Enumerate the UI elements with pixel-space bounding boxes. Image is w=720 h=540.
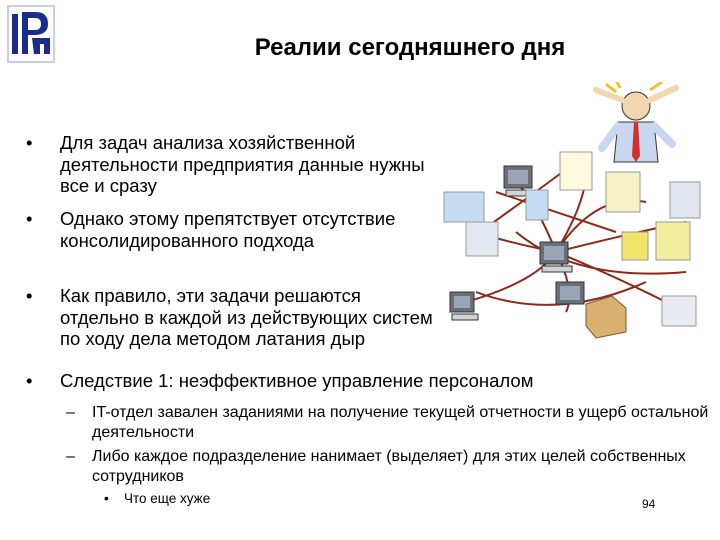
bullet-marker: • (26, 285, 33, 306)
bullet-marker: • (26, 370, 33, 391)
bullet-text: Для задач анализа хозяйственной деятельн… (60, 132, 425, 196)
bullet-item: • Следствие 1: неэффективное управление … (26, 370, 700, 392)
sub-bullet-text: IT-отдел завален заданиями на получение … (92, 404, 709, 441)
bullet-marker: • (104, 491, 109, 506)
bullet-marker: • (26, 132, 33, 153)
sub-bullet-item: – Либо каждое подразделение нанимает (вы… (66, 447, 720, 487)
computer-icon (449, 291, 479, 321)
sub-sub-bullet-text: Что еще хуже (124, 491, 211, 506)
page-number: 94 (642, 497, 656, 511)
sub-sub-bullet-item: • Что еще хуже (104, 491, 210, 506)
computer-icon (539, 241, 573, 273)
bullet-item: • Однако этому препятствует отсутствие к… (26, 208, 440, 251)
chaotic-network-clipart (436, 79, 706, 350)
document-icon (655, 221, 691, 261)
bullet-text: Следствие 1: неэффективное управление пе… (60, 370, 534, 391)
computer-icon (503, 165, 537, 197)
document-icon (661, 295, 697, 327)
document-icon (669, 181, 701, 219)
stressed-person-icon (593, 79, 679, 163)
computer-icon (555, 281, 585, 305)
document-icon (525, 189, 549, 221)
box-icon (585, 295, 627, 339)
document-icon (465, 221, 499, 257)
document-icon (621, 231, 649, 261)
bullet-item: • Для задач анализа хозяйственной деятел… (26, 132, 440, 197)
bullet-marker: • (26, 208, 33, 229)
sub-bullet-text: Либо каждое подразделение нанимает (выде… (92, 448, 686, 485)
document-icon (559, 151, 593, 191)
dash-marker: – (66, 448, 75, 465)
dash-marker: – (66, 404, 75, 421)
bullet-text: Однако этому препятствует отсутствие кон… (60, 208, 396, 251)
university-logo-icon (6, 4, 56, 64)
bullet-text: Как правило, эти задачи решаются отдельн… (60, 285, 433, 349)
document-icon (443, 191, 485, 223)
sub-bullet-item: – IT-отдел завален заданиями на получени… (66, 403, 720, 443)
document-icon (605, 171, 641, 213)
slide-title: Реалии сегодняшнего дня (254, 34, 566, 61)
bullet-item: • Как правило, эти задачи решаются отдел… (26, 285, 440, 350)
